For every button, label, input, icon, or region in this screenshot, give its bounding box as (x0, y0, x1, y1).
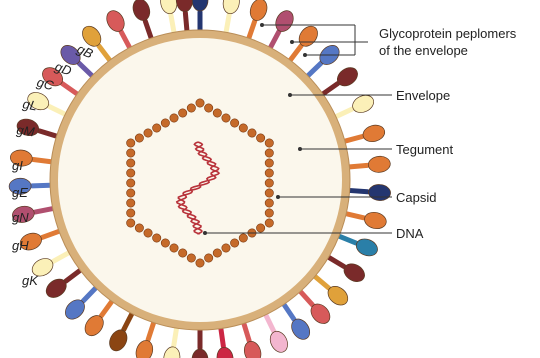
capsid-bead (265, 189, 273, 197)
tegument (58, 38, 342, 322)
peplomer (342, 210, 388, 231)
capsid-bead (265, 159, 273, 167)
capsid-bead (127, 179, 135, 187)
leader-dot (298, 147, 302, 151)
peplomer (192, 0, 208, 34)
peplomer (159, 0, 179, 36)
peplomer (325, 255, 368, 285)
capsid-bead (256, 134, 264, 142)
leader-dot (290, 40, 294, 44)
capsid-bead (187, 254, 195, 262)
capsid-bead (161, 119, 169, 127)
capsid-bead (213, 109, 221, 117)
capsid-bead (265, 209, 273, 217)
capsid-bead (152, 234, 160, 242)
peplomer (216, 325, 235, 358)
peplomer (81, 298, 114, 339)
capsid-bead (204, 254, 212, 262)
capsid-bead (178, 249, 186, 257)
capsid-bead (265, 149, 273, 157)
capsid-bead (239, 234, 247, 242)
capsid-bead (127, 169, 135, 177)
capsid-bead (170, 114, 178, 122)
peplomer (162, 324, 181, 358)
leader-dot (276, 195, 280, 199)
capsid-bead (127, 219, 135, 227)
capsid-bead (170, 244, 178, 252)
peplomer (346, 184, 391, 201)
capsid-bead (265, 199, 273, 207)
glycoprotein-label-gL: gL (21, 96, 38, 113)
capsid-bead (144, 129, 152, 137)
glycoprotein-label-gN: gN (12, 210, 29, 225)
leader-dot (288, 93, 292, 97)
capsid-bead (248, 129, 256, 137)
capsid-bead (196, 99, 204, 107)
glycoprotein-label-gC: gC (35, 74, 56, 93)
capsid-bead (222, 114, 230, 122)
glycoprotein-label-gM: gM (16, 122, 36, 139)
capsid-bead (222, 244, 230, 252)
capsid-bead (265, 219, 273, 227)
peplomer (247, 0, 269, 42)
capsid-bead (178, 109, 186, 117)
peplomer (175, 0, 193, 35)
capsid-bead (265, 169, 273, 177)
peplomer (264, 311, 291, 355)
capsid-bead (127, 189, 135, 197)
capsid-bead (239, 124, 247, 132)
glycoprotein-label-gE: gE (12, 185, 28, 200)
capsid-bead (187, 104, 195, 112)
capsid-label: Capsid (396, 190, 436, 205)
capsid-bead (265, 179, 273, 187)
peplomer (305, 42, 343, 79)
capsid-bead (161, 239, 169, 247)
capsid-bead (135, 134, 143, 142)
capsid-bead (196, 259, 204, 267)
capsid-bead (152, 124, 160, 132)
envelope-label: Envelope (396, 88, 450, 103)
glycoprotein-label-gK: gK (22, 273, 39, 288)
peplomer (192, 326, 208, 358)
peplomers-label-line1: Glycoprotein peplomers (379, 26, 517, 41)
capsid-bead (144, 229, 152, 237)
capsid-bead (127, 209, 135, 217)
peplomer (269, 8, 297, 51)
capsid-bead (135, 224, 143, 232)
peplomer (103, 8, 131, 51)
capsid-bead (265, 139, 273, 147)
capsid-bead (127, 139, 135, 147)
capsid-bead (230, 239, 238, 247)
peplomer (133, 319, 155, 358)
peplomer (242, 320, 264, 358)
peplomer (335, 235, 380, 259)
capsid-bead (213, 249, 221, 257)
peplomers-label-line2: of the envelope (379, 43, 468, 58)
leader-dot (203, 231, 207, 235)
tegument-label: Tegument (396, 142, 453, 157)
leader-dot (303, 53, 307, 57)
peplomer (341, 123, 387, 144)
peplomer (221, 0, 241, 36)
peplomer (320, 64, 361, 96)
capsid-bead (127, 149, 135, 157)
leader-dot (260, 23, 264, 27)
peplomer (106, 310, 134, 354)
capsid-bead (127, 199, 135, 207)
glycoprotein-label-gI: gI (12, 158, 23, 173)
glycoprotein-label-gH: gH (12, 238, 29, 253)
peplomer (332, 92, 376, 118)
capsid-bead (204, 104, 212, 112)
dna-label: DNA (396, 226, 424, 241)
capsid-bead (256, 224, 264, 232)
peplomer (345, 155, 391, 173)
capsid-bead (127, 159, 135, 167)
peplomer (282, 301, 314, 343)
peplomer (130, 0, 152, 42)
capsid-bead (230, 119, 238, 127)
